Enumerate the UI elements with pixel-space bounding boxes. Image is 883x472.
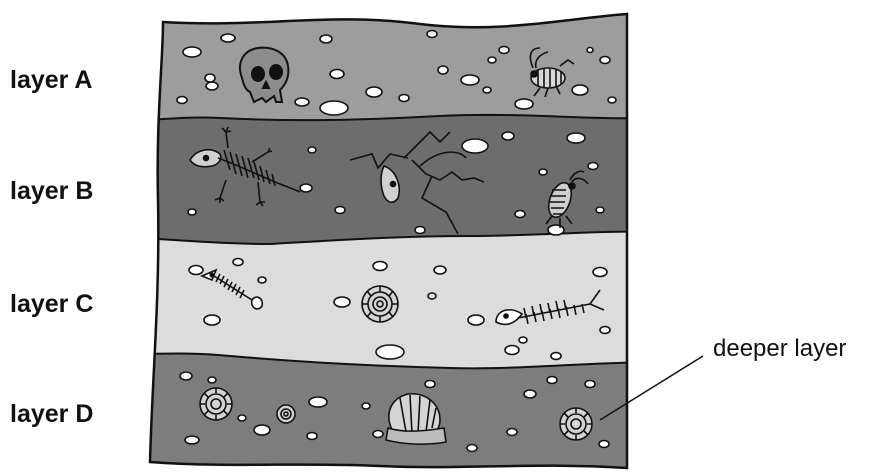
layer-a-label: layer A xyxy=(10,66,92,95)
layer-b-label: layer B xyxy=(10,177,93,206)
ammonite-fossil-c xyxy=(362,286,398,322)
layer-d-label: layer D xyxy=(10,400,93,429)
layer-c-label: layer C xyxy=(10,290,93,319)
ammonite-fossil-d3 xyxy=(560,408,592,440)
deeper-layer-label: deeper layer xyxy=(713,335,846,363)
ammonite-fossil-d2 xyxy=(277,405,295,423)
ammonite-fossil-d1 xyxy=(200,388,232,420)
